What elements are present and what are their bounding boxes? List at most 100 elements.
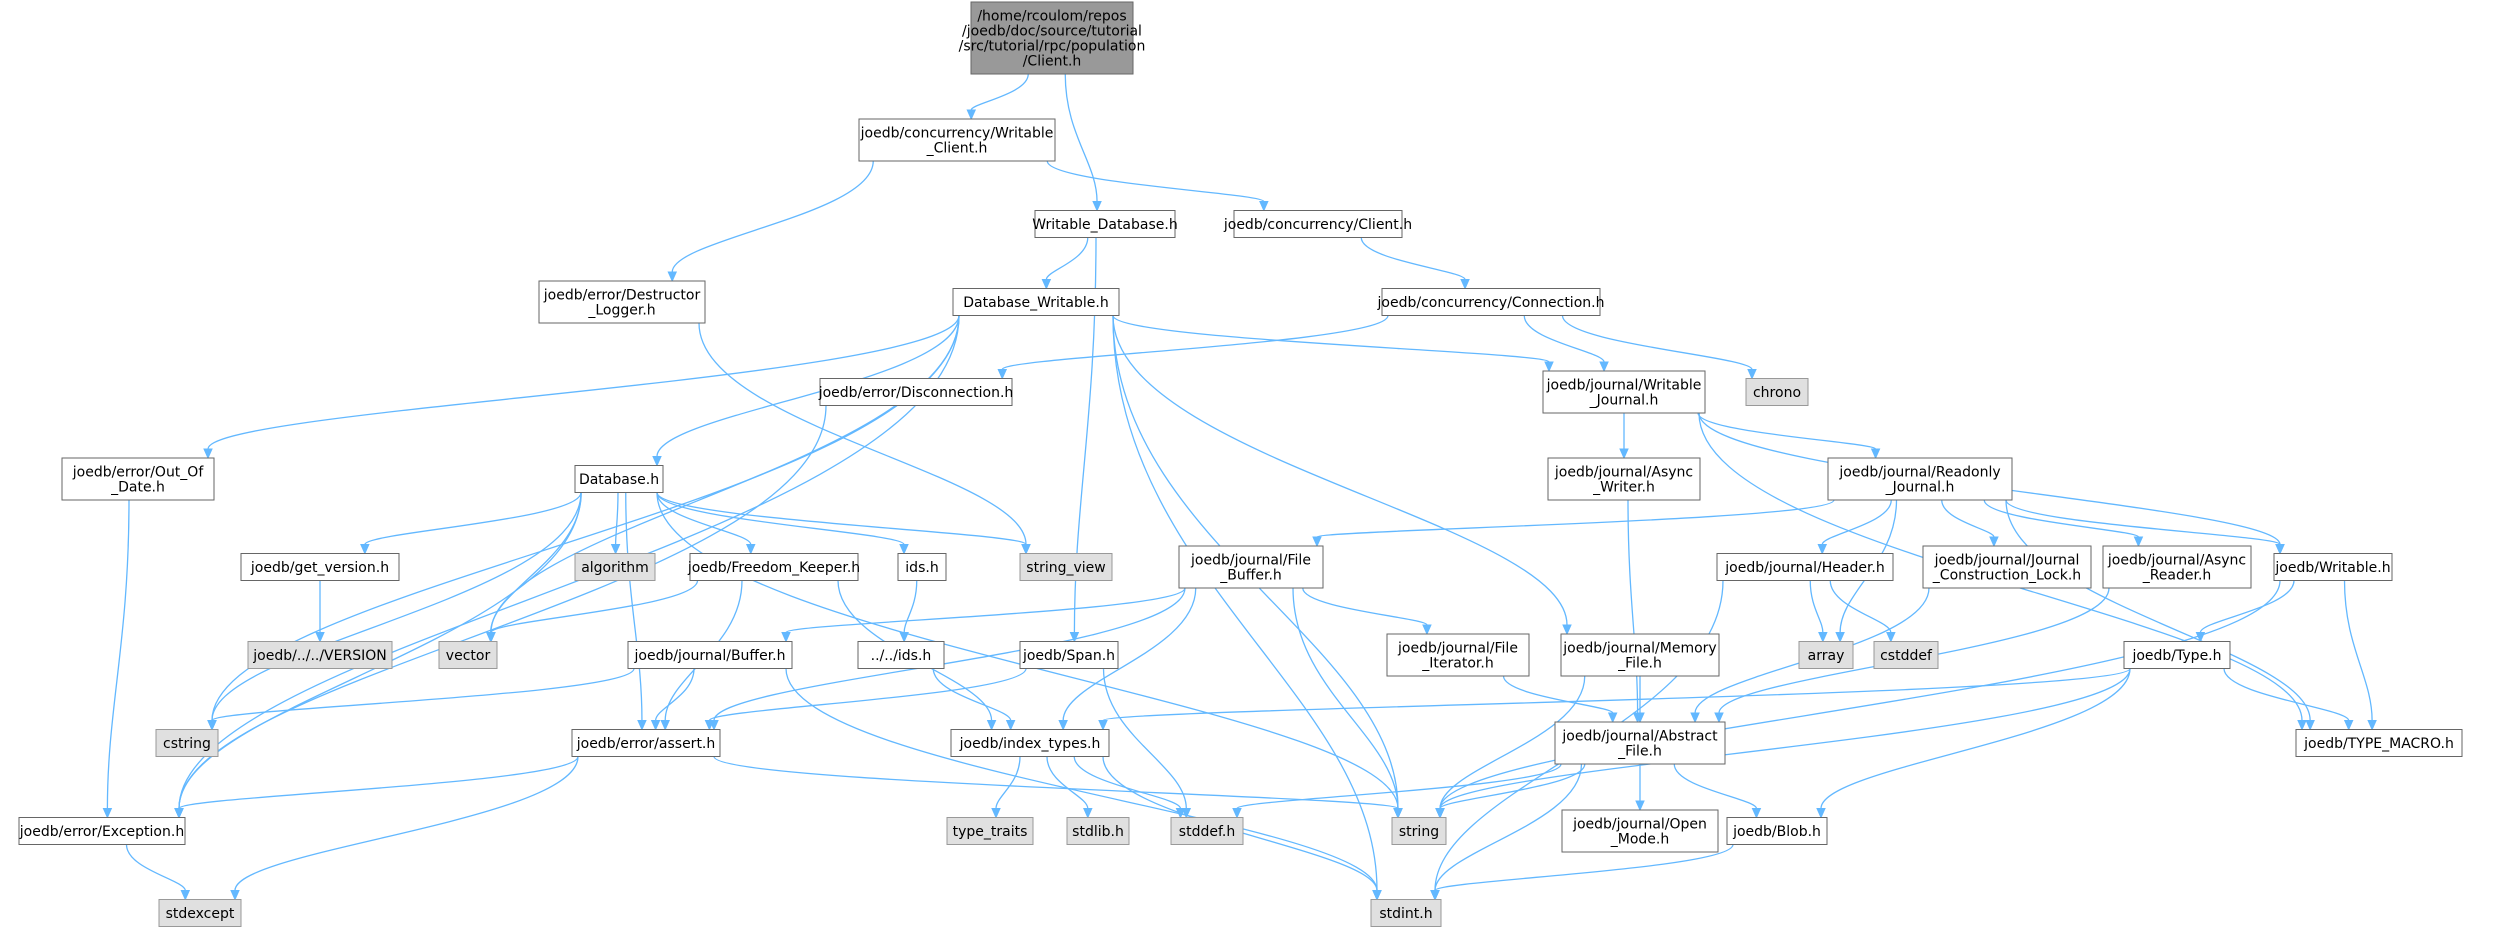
node-file-iterator[interactable]: joedb/journal/File_Iterator.h bbox=[1386, 633, 1530, 677]
edge-readonly-journal-to-async-reader bbox=[1983, 499, 2144, 548]
edge-line bbox=[1439, 580, 2281, 809]
arrow-head bbox=[1607, 712, 1618, 724]
node-database-writable[interactable]: Database_Writable.h bbox=[952, 288, 1120, 316]
node-box bbox=[858, 118, 1056, 162]
node-box bbox=[1745, 378, 1809, 406]
arrow-head bbox=[652, 456, 662, 467]
edge-line bbox=[995, 756, 1021, 809]
node-type-h[interactable]: joedb/Type.h bbox=[2123, 641, 2231, 669]
node-label: cstddef bbox=[1880, 648, 1933, 664]
node-root[interactable]: /home/rcoulom/repos/joedb/doc/source/tut… bbox=[959, 1, 1146, 75]
node-async-reader[interactable]: joedb/journal/Async_Reader.h bbox=[2102, 545, 2252, 589]
arrow-head bbox=[1058, 720, 1068, 731]
node-type-macro[interactable]: joedb/TYPE_MACRO.h bbox=[2295, 729, 2463, 757]
edge-line bbox=[708, 668, 1027, 722]
node-vector[interactable]: vector bbox=[438, 641, 498, 669]
edge-line bbox=[1292, 587, 1399, 809]
node-header[interactable]: joedb/journal/Header.h bbox=[1716, 553, 1894, 581]
edge-readonly-journal-to-type-macro bbox=[2005, 499, 2315, 731]
node-exception[interactable]: joedb/error/Exception.h bbox=[18, 817, 186, 845]
edge-line bbox=[1439, 668, 2131, 809]
node-label: ../../ids.h bbox=[871, 648, 932, 664]
node-label: algorithm bbox=[581, 560, 649, 576]
node-ids-up[interactable]: ../../ids.h bbox=[857, 641, 945, 669]
edge-database-to-vector bbox=[485, 492, 582, 643]
edge-abstract-file-to-blob bbox=[1673, 763, 1762, 819]
node-out-of-date[interactable]: joedb/error/Out_Of_Date.h bbox=[61, 457, 215, 501]
edge-index-types-to-stdlib bbox=[1046, 756, 1093, 819]
edge-line bbox=[1102, 668, 1187, 809]
node-writable-h[interactable]: joedb/Writable.h bbox=[2273, 553, 2393, 581]
node-writable-journal[interactable]: joedb/journal/Writable_Journal.h bbox=[1542, 370, 1706, 414]
edge-line bbox=[614, 492, 619, 545]
node-label-line: /home/rcoulom/repos bbox=[977, 9, 1126, 25]
node-memory-file[interactable]: joedb/journal/Memory_File.h bbox=[1560, 633, 1720, 677]
node-box bbox=[155, 729, 219, 757]
edge-writable-client-to-destructor-logger bbox=[667, 160, 874, 283]
arrow-head bbox=[315, 632, 325, 643]
node-string[interactable]: string bbox=[1391, 817, 1447, 845]
node-algorithm[interactable]: algorithm bbox=[574, 553, 656, 581]
node-label: stddef.h bbox=[1179, 824, 1235, 840]
node-disconnection[interactable]: joedb/error/Disconnection.h bbox=[818, 378, 1014, 406]
node-cstddef[interactable]: cstddef bbox=[1873, 641, 1939, 669]
node-get-version[interactable]: joedb/get_version.h bbox=[240, 553, 400, 581]
edge-line bbox=[785, 668, 1378, 891]
edge-line bbox=[490, 580, 699, 634]
node-label: joedb/journal/Header.h bbox=[1724, 560, 1884, 576]
edge-line bbox=[654, 668, 695, 721]
node-type-traits[interactable]: type_traits bbox=[946, 817, 1034, 845]
node-file-buffer[interactable]: joedb/journal/File_Buffer.h bbox=[1178, 545, 1324, 589]
node-blob[interactable]: joedb/Blob.h bbox=[1726, 817, 1828, 845]
edge-type-h-to-blob bbox=[1816, 668, 2131, 819]
node-box bbox=[1922, 545, 2092, 589]
node-concurrency-client[interactable]: joedb/concurrency/Client.h bbox=[1223, 210, 1412, 238]
node-box bbox=[1178, 545, 1324, 589]
edge-line bbox=[713, 587, 1186, 721]
node-span[interactable]: joedb/Span.h bbox=[1019, 641, 1119, 669]
node-stdlib[interactable]: stdlib.h bbox=[1066, 817, 1130, 845]
node-label-line: joedb/journal/File bbox=[1190, 553, 1311, 569]
node-stdint[interactable]: stdint.h bbox=[1370, 899, 1442, 927]
node-label: string bbox=[1399, 824, 1439, 840]
node-index-types[interactable]: joedb/index_types.h bbox=[950, 729, 1110, 757]
node-string-view[interactable]: string_view bbox=[1019, 553, 1113, 581]
arrow-head bbox=[1747, 369, 1757, 380]
edge-line bbox=[1102, 667, 2131, 722]
node-stdexcept[interactable]: stdexcept bbox=[158, 899, 242, 927]
node-database[interactable]: Database.h bbox=[574, 465, 664, 493]
node-ids-h[interactable]: ids.h bbox=[897, 553, 947, 581]
node-label-line: _Journal.h bbox=[1589, 393, 1659, 409]
node-label: ids.h bbox=[905, 560, 938, 576]
edge-freedom-keeper-to-vector bbox=[486, 580, 699, 643]
node-writable-database[interactable]: Writable_Database.h bbox=[1032, 210, 1178, 238]
node-version[interactable]: joedb/../../VERSION bbox=[247, 641, 393, 669]
edge-line bbox=[1439, 763, 1586, 810]
node-freedom-keeper[interactable]: joedb/Freedom_Keeper.h bbox=[687, 553, 860, 581]
arrow-head bbox=[637, 720, 647, 731]
node-construction-lock[interactable]: joedb/journal/Journal_Construction_Lock.… bbox=[1922, 545, 2092, 589]
node-writable-client[interactable]: joedb/concurrency/Writable_Client.h bbox=[858, 118, 1056, 162]
arrow-head bbox=[1083, 808, 1093, 819]
node-buffer[interactable]: joedb/journal/Buffer.h bbox=[627, 641, 793, 669]
node-assert-h[interactable]: joedb/error/assert.h bbox=[571, 729, 721, 757]
node-async-writer[interactable]: joedb/journal/Async_Writer.h bbox=[1547, 457, 1701, 501]
arrow-head bbox=[781, 632, 791, 643]
node-label-line: joedb/Type.h bbox=[2131, 648, 2221, 664]
node-abstract-file[interactable]: joedb/journal/Abstract_File.h bbox=[1554, 721, 1726, 765]
node-array[interactable]: array bbox=[1798, 641, 1854, 669]
edge-line bbox=[1236, 763, 1562, 810]
node-destructor-logger[interactable]: joedb/error/Destructor_Logger.h bbox=[538, 280, 706, 324]
node-connection[interactable]: joedb/concurrency/Connection.h bbox=[1377, 288, 1605, 316]
node-cstring[interactable]: cstring bbox=[155, 729, 219, 757]
node-readonly-journal[interactable]: joedb/journal/Readonly_Journal.h bbox=[1827, 457, 2013, 501]
node-label-line: _Construction_Lock.h bbox=[1932, 568, 2081, 584]
node-box bbox=[819, 378, 1013, 406]
node-stddef[interactable]: stddef.h bbox=[1170, 817, 1244, 845]
edge-assert-h-to-string bbox=[713, 755, 1403, 819]
node-chrono[interactable]: chrono bbox=[1745, 378, 1809, 406]
arrow-head bbox=[207, 720, 217, 731]
arrow-head bbox=[1816, 808, 1826, 819]
node-open-mode[interactable]: joedb/journal/Open_Mode.h bbox=[1561, 809, 1719, 853]
node-label-line: Database_Writable.h bbox=[963, 295, 1108, 311]
